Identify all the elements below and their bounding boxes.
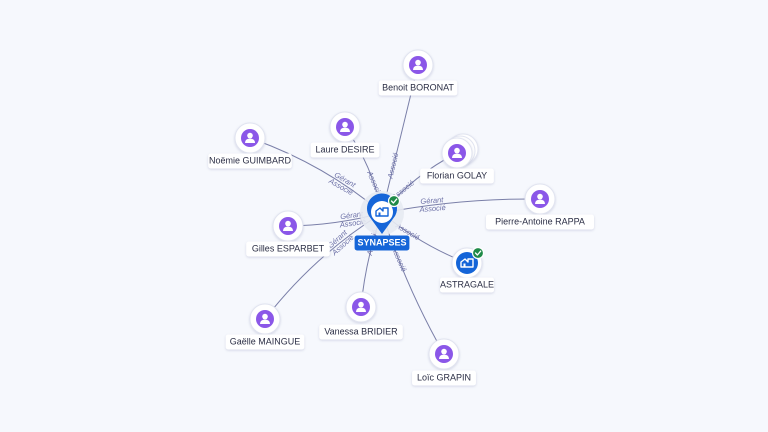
node-label: Florian GOLAY xyxy=(420,168,494,184)
edge-role-label: Gérant xyxy=(340,209,365,221)
person-icon xyxy=(279,217,297,235)
node-label-text: Florian GOLAY xyxy=(427,170,487,180)
node-maingue[interactable]: Gaëlle MAINGUE xyxy=(225,303,305,350)
node-label-text: Benoit BORONAT xyxy=(382,82,454,92)
node-label: Benoit BORONAT xyxy=(378,80,458,96)
node-guimbard[interactable]: Noëmie GUIMBARD xyxy=(208,122,292,169)
edge-role-label: Gérant xyxy=(420,195,445,206)
node-label-text: Laure DESIRE xyxy=(315,144,374,154)
node-label-text: Loïc GRAPIN xyxy=(417,372,471,382)
node-label: Laure DESIRE xyxy=(310,142,380,158)
node-label-text: Gilles ESPARBET xyxy=(252,243,325,253)
node-boronat[interactable]: Benoit BORONAT xyxy=(378,49,458,96)
center-node-label: SYNAPSES xyxy=(354,235,410,251)
node-label: Gilles ESPARBET xyxy=(246,241,330,257)
check-badge-icon xyxy=(387,194,401,208)
node-label-text: ASTRAGALE xyxy=(440,279,494,289)
node-label: Pierre-Antoine RAPPA xyxy=(486,214,594,230)
person-icon xyxy=(352,298,370,316)
node-grapin[interactable]: Loïc GRAPIN xyxy=(412,338,476,386)
edge-role-label: Associé xyxy=(418,203,446,214)
node-label-text: Pierre-Antoine RAPPA xyxy=(495,216,585,226)
node-label-text: Gaëlle MAINGUE xyxy=(230,336,301,346)
node-label: Vanessa BRIDIER xyxy=(319,324,403,340)
center-node[interactable]: SYNAPSES xyxy=(354,191,410,251)
edge-role-label: Associé xyxy=(338,217,366,230)
node-esparbet[interactable]: Gilles ESPARBET xyxy=(246,210,330,257)
node-label: ASTRAGALE xyxy=(439,277,495,293)
person-icon xyxy=(241,129,259,147)
node-label-text: SYNAPSES xyxy=(357,237,406,247)
building-icon xyxy=(460,258,474,268)
node-bridier[interactable]: Vanessa BRIDIER xyxy=(319,291,403,340)
center-layer: SYNAPSES xyxy=(354,191,410,251)
person-icon xyxy=(256,310,274,328)
person-icon xyxy=(531,190,549,208)
node-golay[interactable]: Florian GOLAY xyxy=(420,133,494,184)
node-label: Noëmie GUIMBARD xyxy=(208,153,292,169)
building-icon xyxy=(375,207,389,217)
node-label: Loïc GRAPIN xyxy=(412,370,476,386)
person-icon xyxy=(409,56,427,74)
node-rappa[interactable]: Pierre-Antoine RAPPA xyxy=(486,183,594,230)
edge-line xyxy=(381,198,541,214)
person-icon xyxy=(336,118,354,136)
node-label-text: Vanessa BRIDIER xyxy=(324,326,398,336)
person-icon xyxy=(448,144,466,162)
node-desire[interactable]: Laure DESIRE xyxy=(310,111,380,158)
person-icon xyxy=(435,345,453,363)
node-label: Gaëlle MAINGUE xyxy=(225,334,305,350)
edge-role-label: Associé xyxy=(385,152,400,181)
node-astragale[interactable]: ASTRAGALE xyxy=(439,246,495,293)
check-badge-icon xyxy=(471,246,485,260)
node-label-text: Noëmie GUIMBARD xyxy=(209,155,292,165)
nodes-layer: Benoit BORONAT Laure DESIRE Noëmie GUIMBAR… xyxy=(208,49,594,386)
